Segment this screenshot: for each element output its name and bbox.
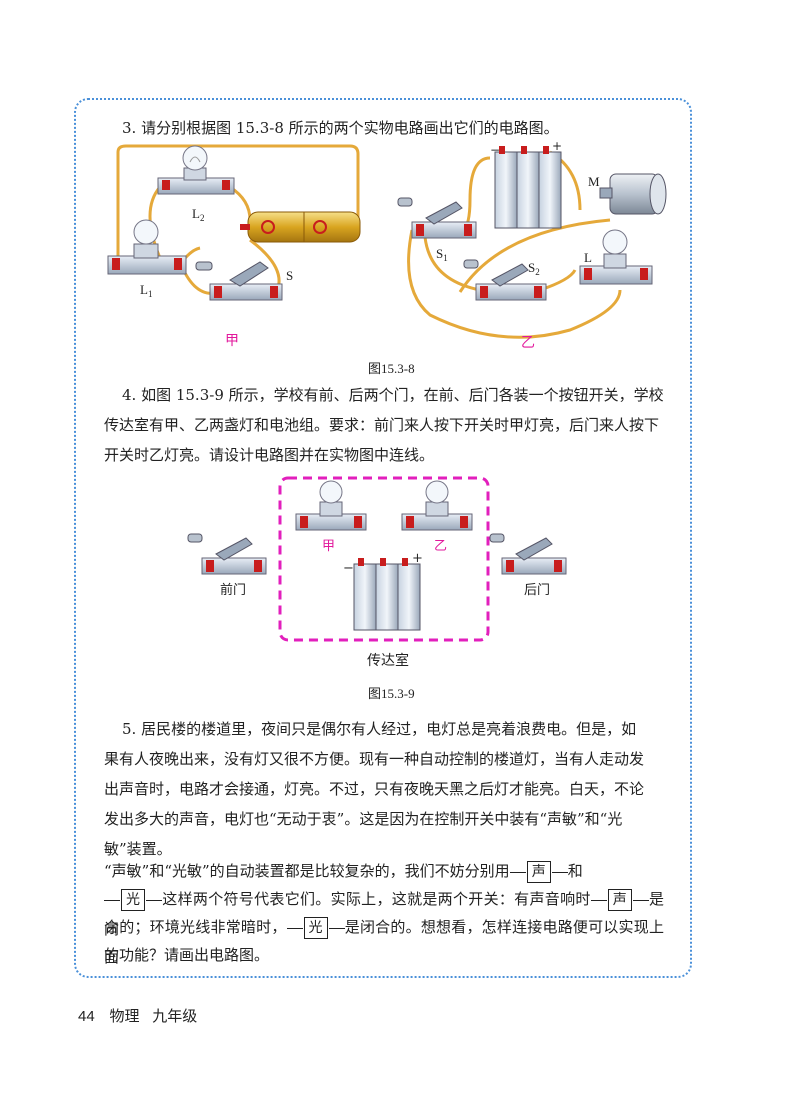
pack-minus-sign: − (343, 561, 354, 576)
page-footer: 44 物理 九年级 (78, 1005, 197, 1026)
p2-text-d: 是闭 (104, 890, 664, 938)
battery-jia (240, 211, 361, 243)
question-5-line-1: 5. 居民楼的楼道里，夜间只是偶尔有人经过，电灯总是亮着浪费电。但是，如 (122, 720, 637, 738)
switch-s1 (397, 197, 477, 239)
question-5-para-2-line-2: 光这样两个符号代表它们。实际上，这就是两个开关：有声音响时声是闭 (104, 884, 664, 944)
p2-text-a: “声敏”和“光敏”的自动装置都是比较复杂的，我们不妨分别用 (104, 862, 510, 880)
lamp-jia (295, 480, 367, 531)
pack-plus-sign: + (412, 551, 423, 566)
light-switch-symbol: 光 (121, 889, 145, 911)
label-l: L (584, 250, 592, 265)
lamp-l2 (157, 145, 235, 195)
battery-plus-sign: + (552, 140, 562, 153)
lamp-l (579, 229, 653, 285)
question-5-line-3: 出声音时，电路才会接通，灯亮。不过，只有夜晚天黑之后灯才能亮。白天，不论 (104, 780, 645, 798)
label-s2: S2 (528, 260, 540, 277)
label-l1: L1 (140, 282, 152, 299)
label-s1: S1 (436, 246, 448, 263)
label-m: M (588, 174, 600, 189)
back-door-switch (489, 533, 567, 575)
question-5-line-4: 发出多大的声音，电灯也“无动于衷”。这是因为在控制开关中装有“声敏”和“光 (104, 810, 623, 828)
figure-9-caption: 图15.3-9 (368, 686, 415, 701)
question-5-para-2-line-4: 的功能？请画出电路图。 (104, 946, 270, 964)
label-s: S (286, 268, 293, 283)
question-4-line-1: 4. 如图 15.3-9 所示，学校有前、后两个门，在前、后门各装一个按钮开关，… (122, 386, 664, 404)
lamp-l1 (107, 219, 187, 275)
battery-minus-sign: − (490, 143, 500, 157)
sound-switch-symbol: 声 (526, 861, 551, 883)
room-boundary (278, 476, 490, 642)
exercise-frame (74, 98, 692, 978)
page-number: 44 (78, 1008, 95, 1025)
lamp-yi-label: 乙 (434, 539, 447, 554)
battery-pack: − + (343, 551, 423, 631)
front-door-label: 前门 (220, 582, 246, 598)
battery-pack-yi: − + (490, 140, 562, 229)
room-label: 传达室 (367, 654, 409, 669)
sound-switch-symbol-2: 声 (607, 889, 632, 911)
question-5-para-2-line-3: 合的；环境光线非常暗时， 光是闭合的。想想看，怎样连接电路便可以实现上面 (104, 912, 664, 972)
question-5-line-2: 果有人夜晚出来，没有灯又很不方便。现有一种自动控制的楼道灯，当有人走动发 (104, 750, 645, 768)
question-4-line-3: 开关时乙灯亮。请设计电路图并在实物图中连线。 (104, 446, 435, 464)
front-door-switch (187, 533, 267, 575)
figure-15-3-9: − + 甲 乙 前门 后门 (187, 476, 567, 642)
light-switch-symbol-2: 光 (303, 917, 328, 939)
p2-text-b: 和 (567, 862, 583, 880)
p2-text-f: 是闭合的。想想看，怎样连接电路便可以实现上面 (104, 918, 664, 966)
figure-8-label-jia: 甲 (225, 333, 239, 349)
lamp-jia-label: 甲 (322, 539, 335, 554)
switch-s2 (463, 259, 547, 301)
figure-8-label-yi: 乙 (521, 335, 535, 351)
question-4-line-2: 传达室有甲、乙两盏灯和电池组。要求：前门来人按下开关时甲灯亮，后门来人按下 (104, 416, 660, 434)
p2-text-e: 合的；环境光线非常暗时， (104, 918, 287, 936)
subject-name: 物理 (109, 1007, 140, 1025)
lamp-yi (401, 480, 473, 531)
back-door-label: 后门 (524, 583, 550, 598)
label-l2: L2 (192, 206, 204, 223)
figure-8-caption: 图15.3-8 (368, 361, 415, 376)
question-3-text: 3. 请分别根据图 15.3-8 所示的两个实物电路画出它们的电路图。 (122, 119, 559, 137)
motor (599, 173, 667, 215)
p2-text-c: 这样两个符号代表它们。实际上，这就是两个开关：有声音响时 (162, 890, 591, 908)
grade-name: 九年级 (152, 1007, 198, 1025)
question-5-line-5: 敏”装置。 (104, 840, 172, 858)
switch-s (195, 261, 283, 301)
question-5-para-2-line-1: “声敏”和“光敏”的自动装置都是比较复杂的，我们不妨分别用声和 (104, 856, 664, 886)
figure-15-3-8: − + L2 L1 S S1 S2 M L (107, 140, 667, 339)
